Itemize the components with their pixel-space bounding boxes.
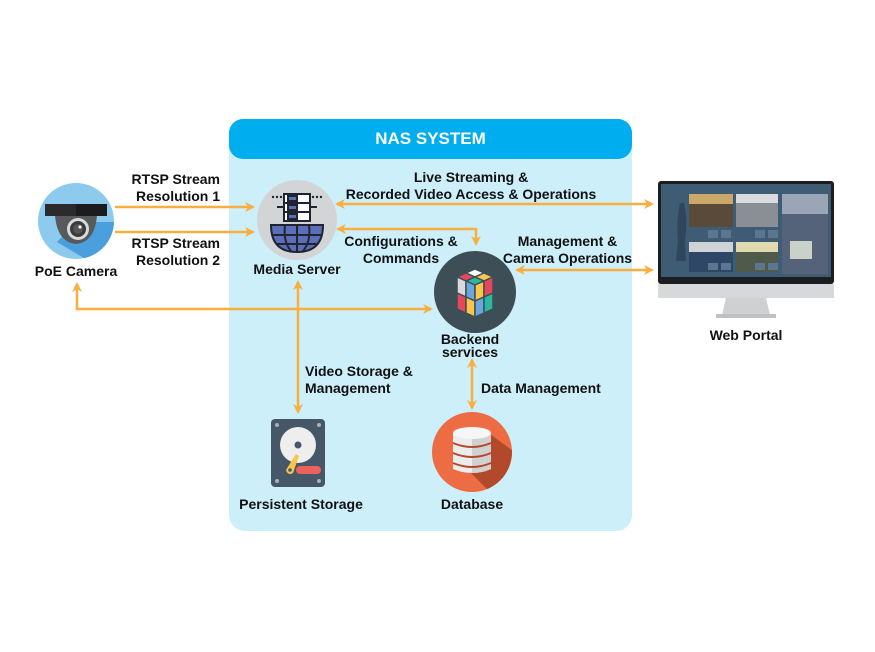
rtsp2-label-line1: RTSP Stream	[131, 235, 220, 251]
database-node	[431, 411, 513, 493]
database-label: Database	[440, 496, 504, 512]
web-portal-node	[658, 181, 834, 321]
rtsp2-label-line2: Resolution 2	[135, 252, 220, 268]
camera-label: PoE Camera	[34, 263, 118, 279]
backend-node	[434, 251, 516, 333]
live-label-line2: Recorded Video Access & Operations	[345, 186, 597, 202]
storage-label: Persistent Storage	[239, 496, 363, 512]
media-server-label: Media Server	[253, 261, 341, 277]
arrow-camera-backend	[72, 282, 433, 314]
backend-label-line2: services	[441, 344, 499, 360]
monitor-icon	[658, 181, 834, 318]
mgmt-label-line2: Camera Operations	[502, 250, 633, 266]
config-label-line1: Configurations &	[344, 233, 458, 249]
camera-node	[37, 182, 115, 260]
backend-label-line1: Backend	[440, 331, 500, 347]
cube-icon	[434, 251, 516, 333]
storage-node	[270, 418, 326, 488]
media-server-node	[257, 180, 337, 260]
nas-system-title: NAS SYSTEM	[229, 119, 632, 159]
database-icon	[432, 412, 512, 492]
data-mgmt-label: Data Management	[481, 380, 601, 396]
hard-drive-icon	[271, 419, 325, 487]
live-label-line1: Live Streaming &	[413, 169, 529, 185]
camera-icon	[38, 183, 114, 259]
video-storage-label-line1: Video Storage &	[305, 363, 413, 379]
rtsp1-label-line1: RTSP Stream	[131, 171, 220, 187]
server-globe-icon	[257, 180, 337, 260]
arrow-config	[336, 224, 481, 246]
web-portal-label: Web Portal	[709, 327, 783, 343]
config-label-line2: Commands	[362, 250, 440, 266]
video-storage-label-line2: Management	[305, 380, 391, 396]
rtsp1-label-line2: Resolution 1	[135, 188, 220, 204]
mgmt-label-line1: Management &	[517, 233, 618, 249]
